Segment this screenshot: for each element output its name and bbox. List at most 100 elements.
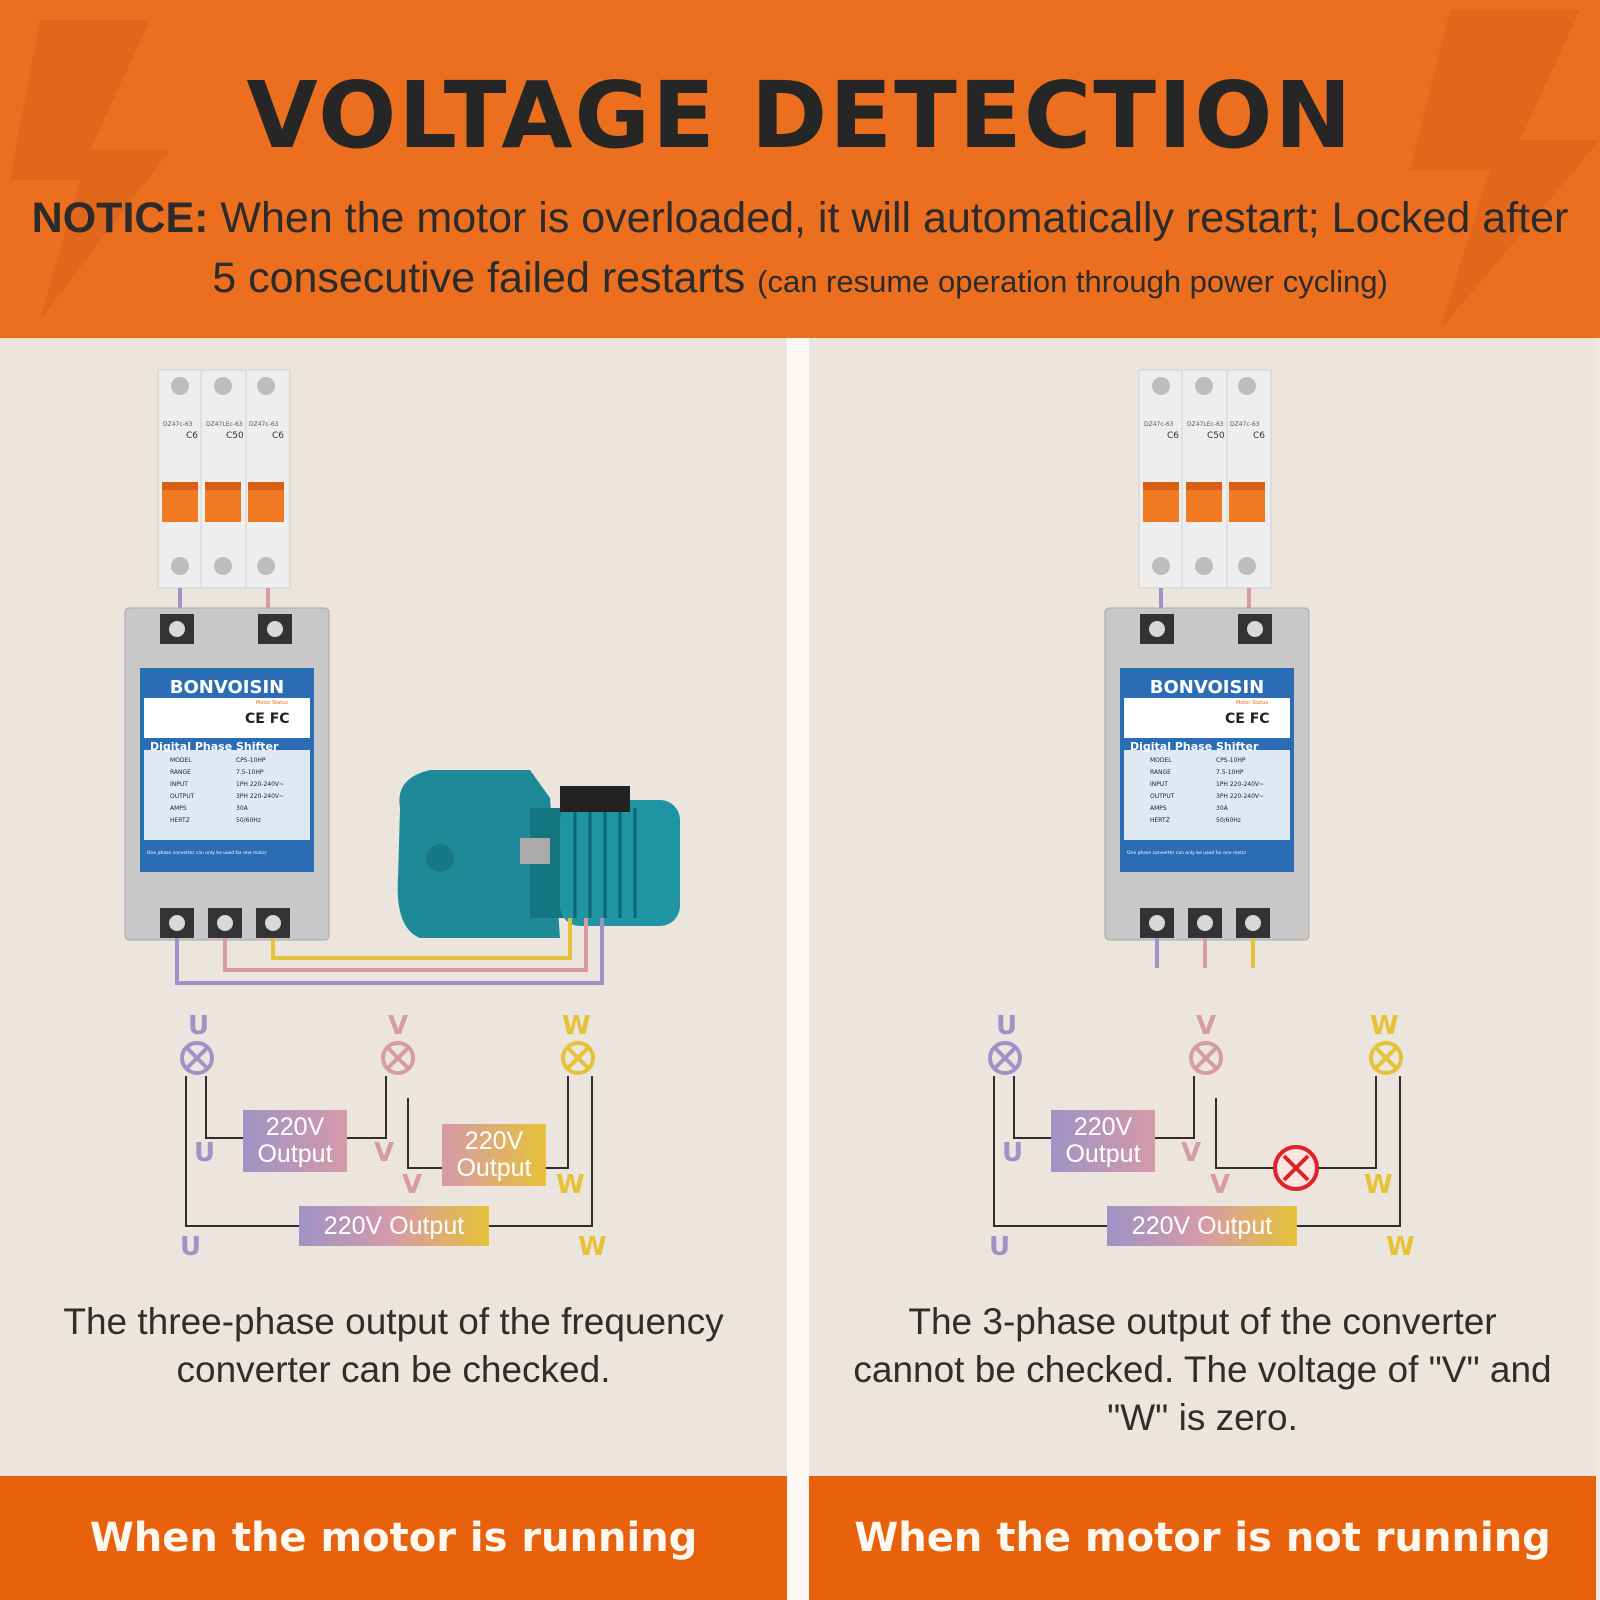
output-label-line1: 220V (265, 1113, 325, 1141)
output-label-line2: Output (1065, 1140, 1141, 1168)
spec-key: OUTPUT (1150, 793, 1175, 800)
breaker-rating-2: C50 (1207, 431, 1225, 441)
device-motor-status: Motor Status (256, 700, 288, 706)
meter-w-icon (1369, 1041, 1403, 1075)
spec-key: HERTZ (170, 817, 190, 824)
phase-v-2: V (1210, 1170, 1231, 1200)
phase-w-top: W (1370, 1011, 1399, 1041)
breaker-rating-1: C6 (1167, 431, 1179, 441)
footer-not-running: When the motor is not running (809, 1476, 1596, 1600)
device-certs: CE FC (1225, 711, 1270, 727)
spec-value: 50/60Hz (1216, 817, 1241, 824)
breaker-rating-1: C6 (186, 431, 198, 441)
device-product-name: Digital Phase Shifter (150, 740, 279, 753)
breaker-label-1: DZ47c-63 (1144, 421, 1174, 428)
breaker-label-1: DZ47c-63 (163, 421, 193, 428)
circuit-breaker (1138, 369, 1272, 589)
output-label-line2: Output (456, 1154, 532, 1182)
meter-w-icon (561, 1041, 595, 1075)
spec-value: 3PH 220-240V~ (236, 793, 284, 800)
header-banner: VOLTAGE DETECTION NOTICE: When the motor… (0, 0, 1600, 338)
phase-converter-device (124, 607, 330, 941)
phase-u-3: U (989, 1232, 1011, 1262)
circuit-breaker (157, 369, 291, 589)
output-label-line1: 220V (1073, 1113, 1133, 1141)
meter-v-icon (381, 1041, 415, 1075)
phase-v-1: V (1181, 1138, 1202, 1168)
caption-not-running: The 3-phase output of the converter cann… (853, 1301, 1552, 1438)
meter-u-icon (180, 1041, 214, 1075)
breaker-label-3: DZ47c-63 (249, 421, 279, 428)
caption-running: The three-phase output of the frequency … (63, 1301, 724, 1390)
notice-text: NOTICE: When the motor is overloaded, it… (20, 188, 1580, 312)
breaker-rating-3: C6 (272, 431, 284, 441)
notice-body: When the motor is overloaded, it will au… (208, 194, 1569, 302)
phase-u-1: U (1002, 1138, 1024, 1168)
spec-value: 7.5-10HP (236, 769, 264, 776)
footer-running: When the motor is running (0, 1476, 787, 1600)
phase-converter-device (1104, 607, 1310, 941)
running-illustration: DZ47c-63 DZ47LEc-63 DZ47c-63 C6 C50 C6 B… (124, 369, 680, 1227)
device-product-name: Digital Phase Shifter (1130, 740, 1259, 753)
spec-value: 30A (1216, 805, 1229, 812)
phase-u-3: U (180, 1232, 202, 1262)
spec-key: AMPS (170, 805, 187, 812)
spec-value: CPS-10HP (1216, 757, 1246, 764)
phase-v-top: V (388, 1011, 409, 1041)
lightning-bolt-right-icon (1410, 10, 1600, 330)
phase-w-3: W (578, 1232, 607, 1262)
spec-key: INPUT (1150, 781, 1168, 788)
spec-key: RANGE (1150, 769, 1171, 776)
page-title: VOLTAGE DETECTION (246, 62, 1354, 169)
breaker-rating-2: C50 (226, 431, 244, 441)
spec-key: RANGE (170, 769, 191, 776)
panel-not-running: DZ47c-63 DZ47LEc-63 DZ47c-63 C6 C50 C6 B… (809, 338, 1596, 1600)
device-brand: BONVOISIN (1150, 677, 1264, 698)
phase-w-3: W (1386, 1232, 1415, 1262)
spec-key: OUTPUT (170, 793, 195, 800)
phase-w-2: W (556, 1170, 585, 1200)
spec-key: MODEL (170, 757, 192, 764)
spec-value: CPS-10HP (236, 757, 266, 764)
water-pump-motor (397, 770, 680, 938)
spec-value: 1PH 220-240V~ (236, 781, 284, 788)
panel-divider (787, 338, 809, 1600)
device-note: One phase converter can only be used for… (147, 850, 267, 856)
output-label-uw: 220V Output (1107, 1206, 1297, 1246)
meter-v-icon (1189, 1041, 1223, 1075)
spec-key: MODEL (1150, 757, 1172, 764)
spec-key: HERTZ (1150, 817, 1170, 824)
phase-u-top: U (996, 1011, 1018, 1041)
notice-small: (can resume operation through power cycl… (757, 264, 1388, 299)
panel-running: DZ47c-63 DZ47LEc-63 DZ47c-63 C6 C50 C6 B… (0, 338, 787, 1600)
lightning-bolt-left-icon (10, 20, 170, 320)
breaker-label-2: DZ47LEc-63 (1187, 421, 1224, 428)
breaker-label-2: DZ47LEc-63 (206, 421, 243, 428)
meter-u-icon (988, 1041, 1022, 1075)
spec-value: 3PH 220-240V~ (1216, 793, 1264, 800)
device-note: One phase converter can only be used for… (1127, 850, 1247, 856)
phase-v-2: V (402, 1170, 423, 1200)
notice-label: NOTICE: (31, 194, 209, 242)
device-motor-status: Motor Status (1236, 700, 1268, 706)
not-running-illustration: DZ47c-63 DZ47LEc-63 DZ47c-63 C6 C50 C6 B… (988, 369, 1403, 1227)
phase-u-top: U (188, 1011, 210, 1041)
spec-value: 7.5-10HP (1216, 769, 1244, 776)
breaker-rating-3: C6 (1253, 431, 1265, 441)
phase-v-1: V (374, 1138, 395, 1168)
spec-key: AMPS (1150, 805, 1167, 812)
phase-w-top: W (562, 1011, 591, 1041)
breaker-label-3: DZ47c-63 (1230, 421, 1260, 428)
device-certs: CE FC (245, 711, 290, 727)
phase-u-1: U (194, 1138, 216, 1168)
output-label-uw: 220V Output (299, 1206, 489, 1246)
phase-w-2: W (1364, 1170, 1393, 1200)
output-label-line2: Output (257, 1140, 333, 1168)
spec-key: INPUT (170, 781, 188, 788)
output-label-line1: 220V (464, 1127, 524, 1155)
spec-value: 50/60Hz (236, 817, 261, 824)
spec-value: 30A (236, 805, 249, 812)
